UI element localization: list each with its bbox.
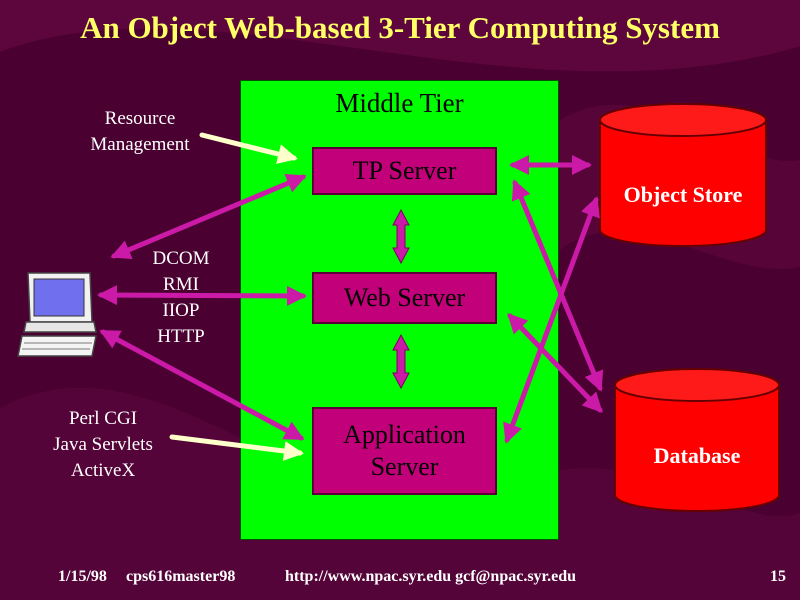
application-server-label-line1: Application — [343, 419, 466, 449]
object-store-label: Object Store — [623, 182, 743, 207]
tech-perl-cgi: Perl CGI — [68, 408, 138, 429]
database-label: Database — [653, 443, 741, 468]
footer-page-number: 15 — [770, 568, 786, 585]
application-server-box: Application Server — [312, 407, 497, 495]
protocol-rmi: RMI — [163, 274, 199, 296]
footer-date: 1/15/98 — [58, 568, 107, 585]
web-server-box: Web Server — [312, 272, 497, 324]
tech-java-servlets: Java Servlets — [53, 434, 153, 456]
server-technology-list: Perl CGI Java Servlets ActiveX — [28, 406, 178, 484]
middle-tier-label: Middle Tier — [335, 88, 464, 118]
resource-management-label: Resource Management — [60, 106, 220, 158]
footer-contact: http://www.npac.syr.edu gcf@npac.syr.edu — [285, 568, 577, 585]
slide-title: An Object Web-based 3-Tier Computing Sys… — [80, 10, 720, 45]
protocol-dcom: DCOM — [152, 248, 210, 269]
web-server-label: Web Server — [343, 282, 466, 312]
protocol-iiop: IIOP — [162, 300, 200, 322]
tp-server-label: TP Server — [352, 155, 457, 185]
resource-management-line1: Resource — [104, 108, 176, 129]
tp-server-box: TP Server — [312, 147, 497, 195]
application-server-label-line2: Server — [370, 452, 439, 481]
footer-source: cps616master98 — [126, 568, 236, 585]
protocol-list: DCOM RMI IIOP HTTP — [135, 246, 227, 350]
protocol-http: HTTP — [157, 326, 205, 348]
resource-management-line2: Management — [90, 134, 190, 156]
tech-activex: ActiveX — [70, 460, 136, 482]
